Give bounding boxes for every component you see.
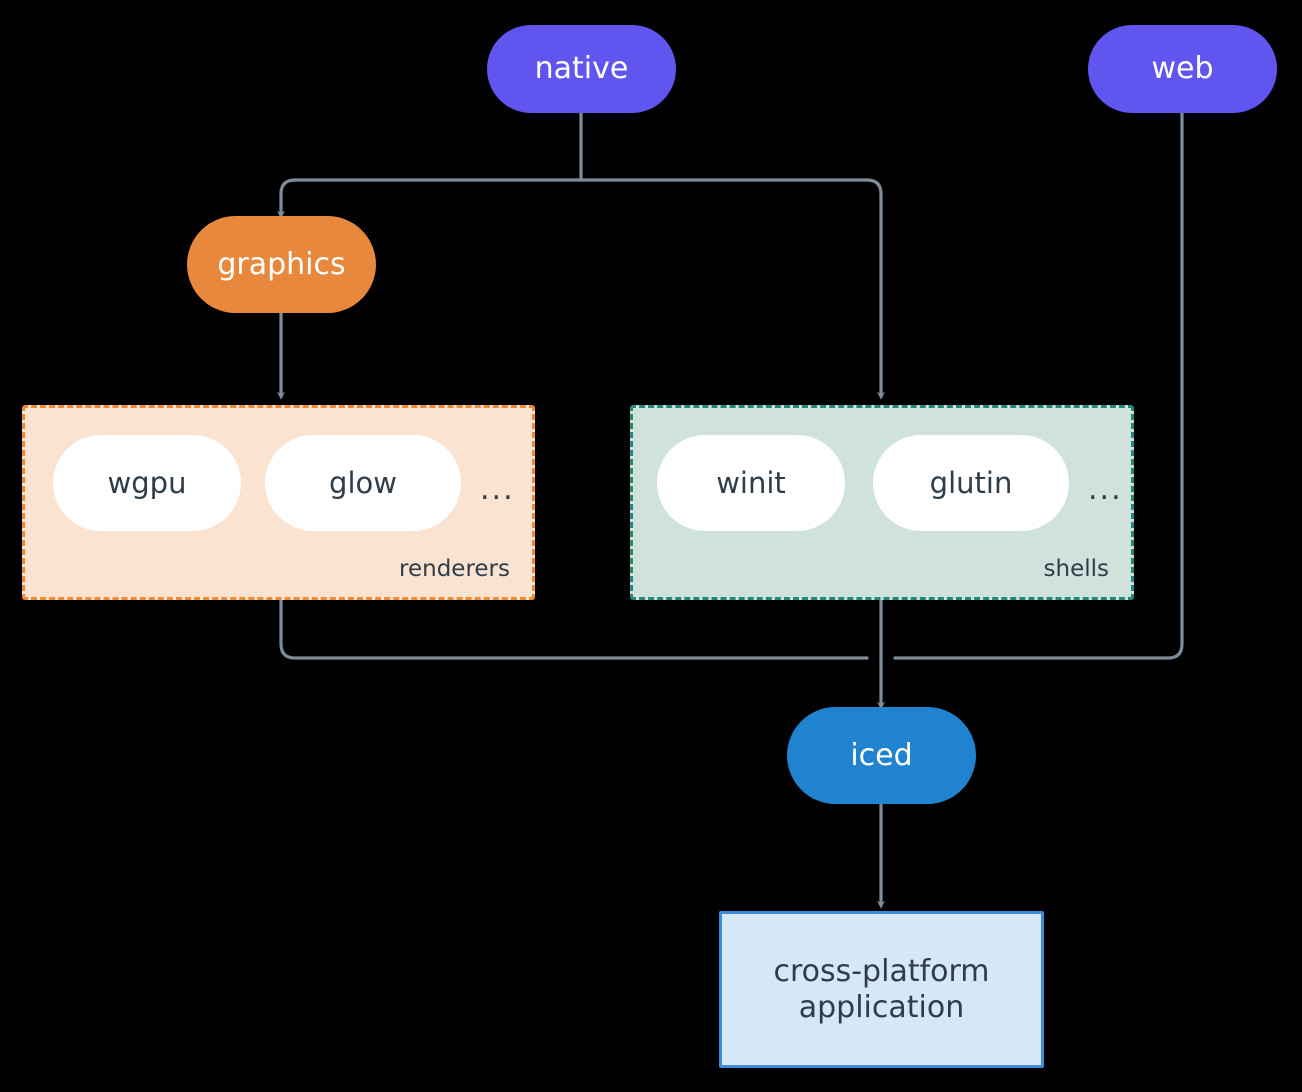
chip-glow-label: glow — [329, 466, 397, 500]
node-graphics-label: graphics — [217, 246, 346, 282]
edge-native-to-graphics — [277, 178, 583, 219]
application-label-line2: application — [798, 989, 965, 1025]
chip-glutin-label: glutin — [929, 466, 1013, 500]
chip-winit-label: winit — [716, 466, 786, 500]
chip-wgpu-label: wgpu — [107, 466, 187, 500]
group-renderers: wgpu glow ... renderers — [22, 405, 535, 600]
node-application[interactable]: cross-platform application — [719, 911, 1044, 1068]
edge-renderers-to-bus — [279, 598, 869, 660]
node-web-label: web — [1151, 51, 1214, 86]
edge-native-to-shells — [579, 178, 885, 400]
node-graphics[interactable]: graphics — [187, 216, 376, 313]
group-shells: winit glutin ... shells — [630, 405, 1134, 600]
renderers-overflow-ellipsis: ... — [480, 472, 515, 507]
node-iced[interactable]: iced — [787, 707, 976, 804]
shells-overflow-ellipsis: ... — [1088, 472, 1123, 507]
application-label-line1: cross-platform — [773, 953, 990, 989]
chip-glow[interactable]: glow — [265, 435, 461, 531]
chip-wgpu[interactable]: wgpu — [53, 435, 241, 531]
group-renderers-label: renderers — [399, 556, 510, 582]
node-web[interactable]: web — [1088, 25, 1277, 113]
chip-winit[interactable]: winit — [657, 435, 845, 531]
node-native[interactable]: native — [487, 25, 676, 113]
chip-glutin[interactable]: glutin — [873, 435, 1069, 531]
group-shells-label: shells — [1043, 556, 1109, 582]
node-iced-label: iced — [850, 737, 913, 773]
node-native-label: native — [534, 51, 629, 86]
